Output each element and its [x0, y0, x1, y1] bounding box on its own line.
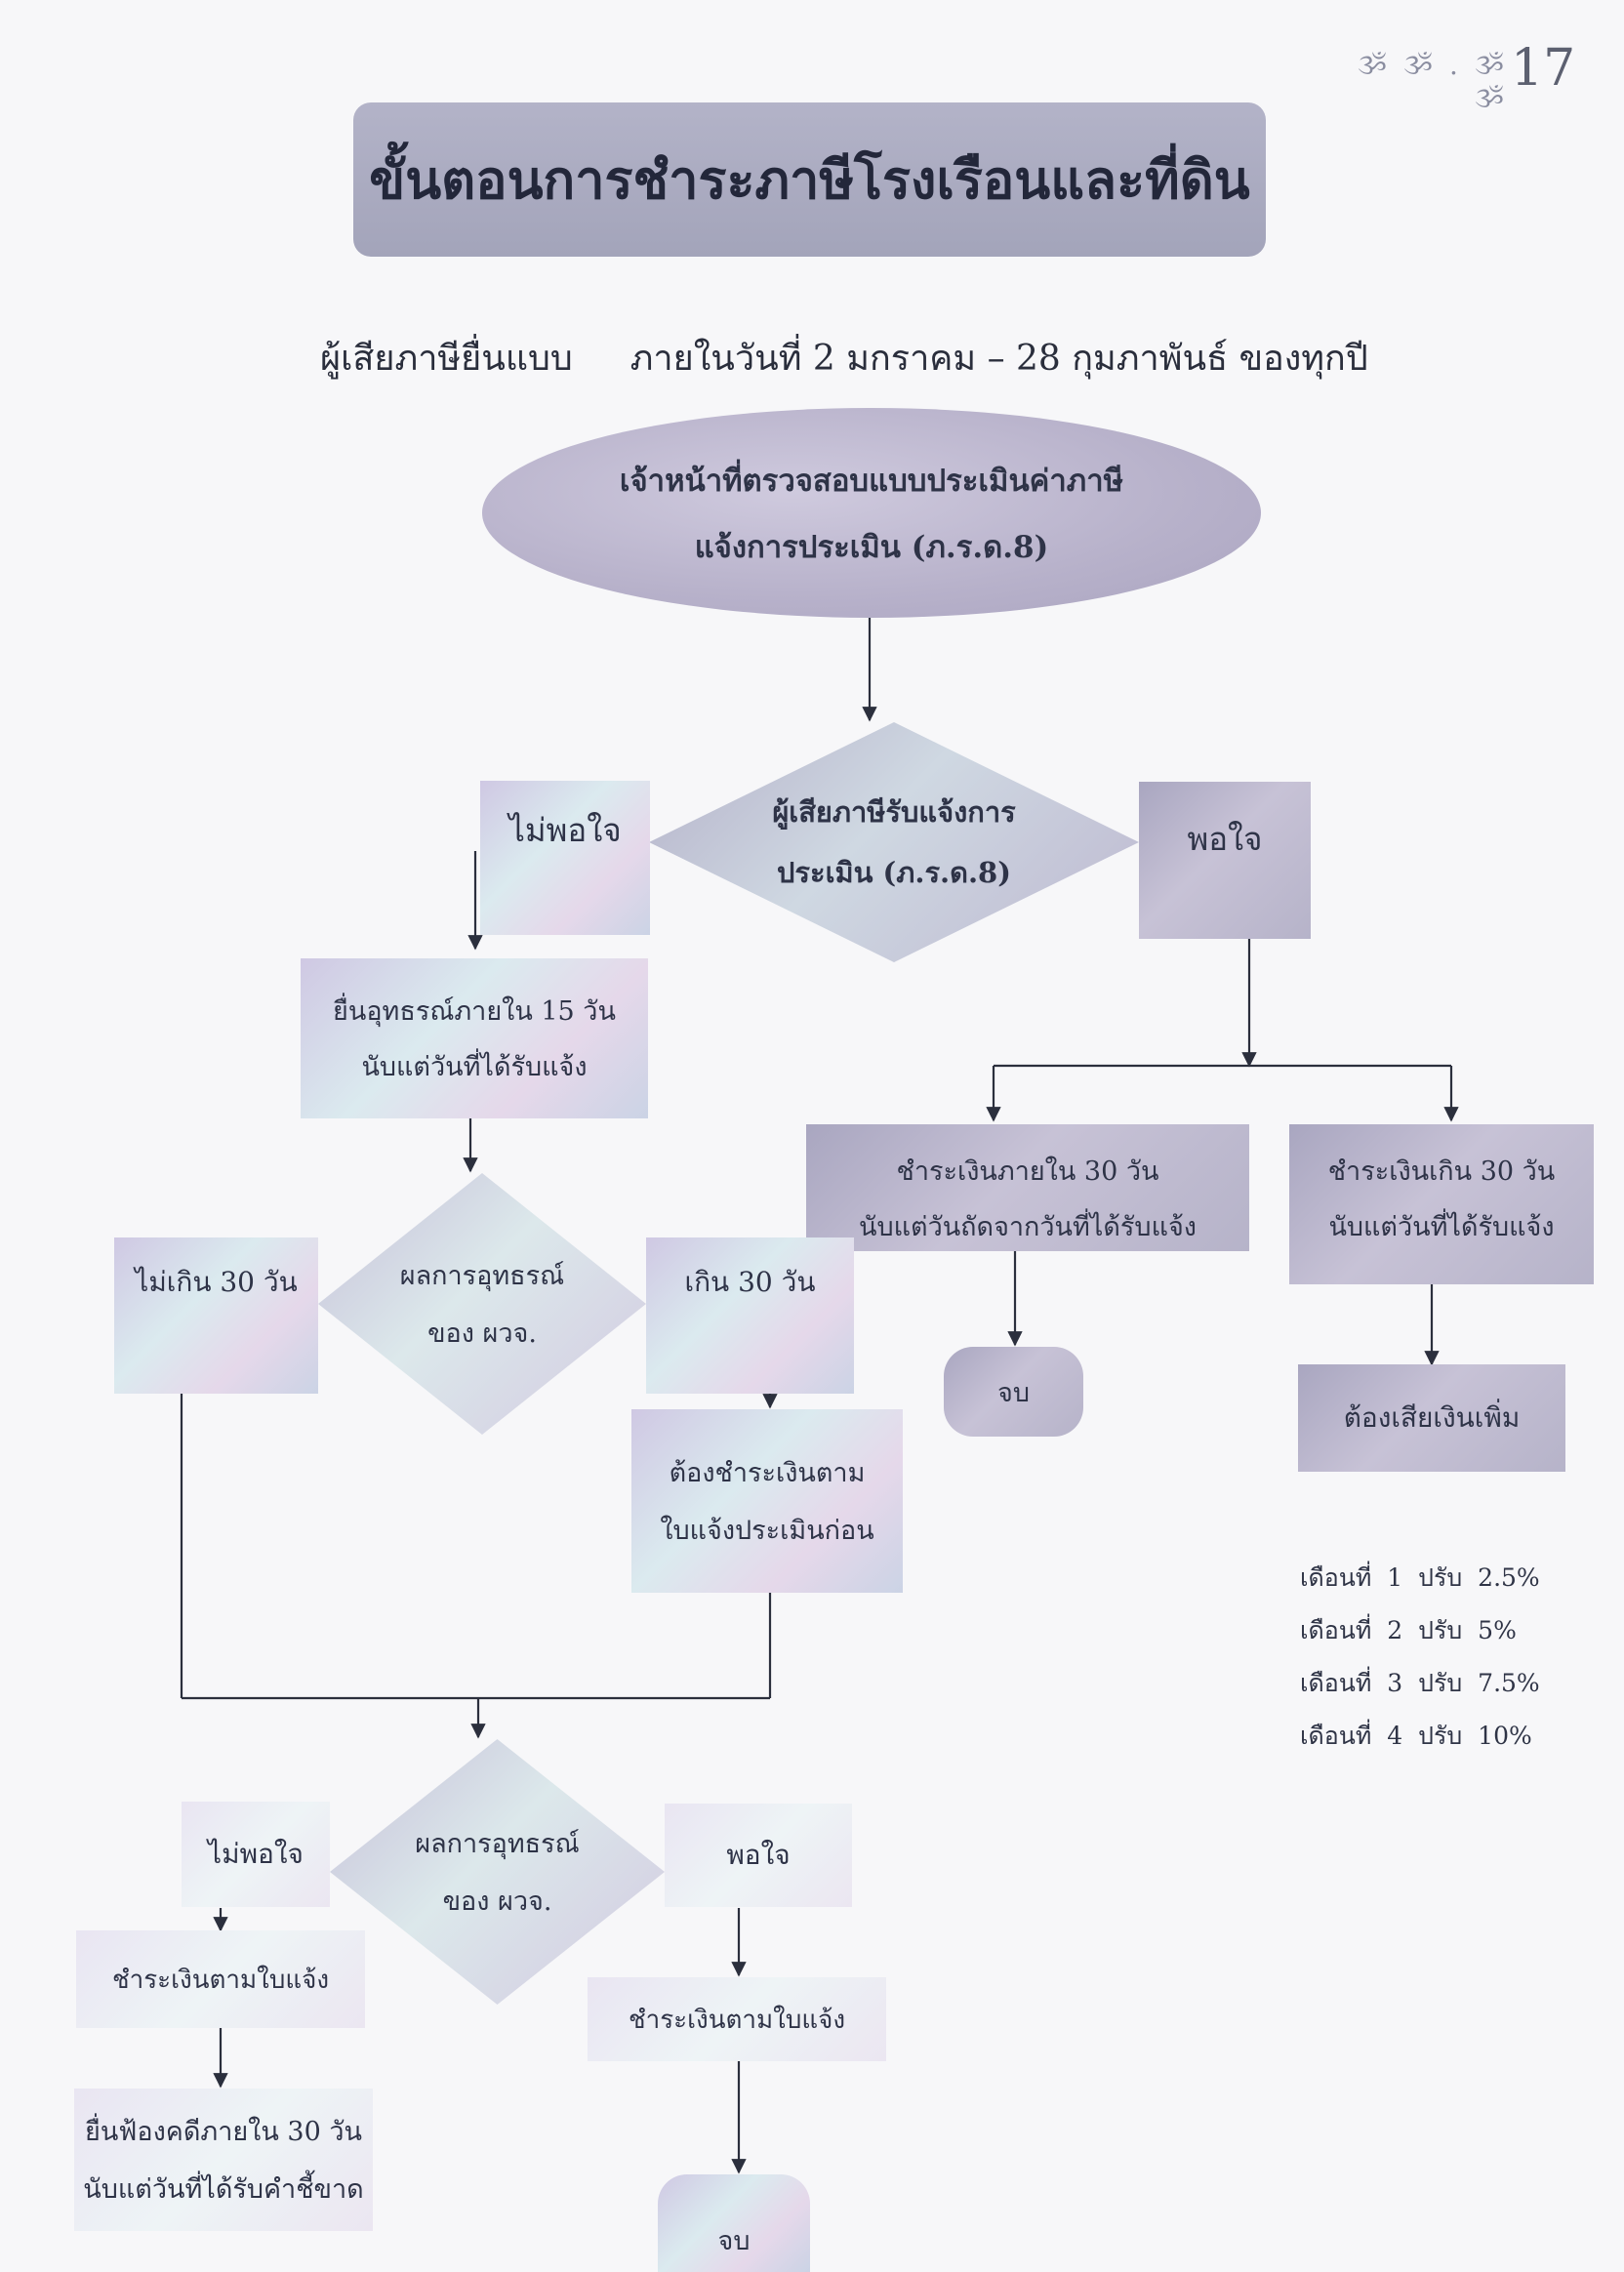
penalty-month: 3 [1387, 1669, 1403, 1697]
penalty-month: 1 [1387, 1563, 1403, 1592]
pay-over-box: ชำระเงินเกิน 30 วัน นับแต่วันที่ได้รับแจ… [1289, 1124, 1594, 1284]
pay-first-box: ต้องชำระเงินตาม ใบแจ้งประเมินก่อน [631, 1409, 903, 1593]
penalty-rate: 5% [1478, 1616, 1517, 1644]
result1-line-2: ของ ผวจ. [427, 1319, 537, 1349]
subtitle-left: ผู้เสียภาษียื่นแบบ [320, 339, 573, 379]
satisfied2-label: พอใจ [726, 1839, 791, 1871]
result2-line-1: ผลการอุทธรณ์ [415, 1829, 580, 1859]
end-terminal: จบ [944, 1347, 1083, 1437]
not-satisfied-box: ไม่พอใจ [480, 781, 650, 935]
result2-line-2: ของ ผวจ. [442, 1887, 552, 1917]
satisfied-label: พอใจ [1187, 820, 1263, 858]
receive-decision-text: ผู้เสียภาษีรับแจ้งการ ประเมิน (ภ.ร.ด.8) [649, 722, 1139, 962]
penalty-month-label: เดือนที่ [1300, 1616, 1372, 1644]
pay-notice-left-label: ชำระเงินตามใบแจ้ง [111, 1965, 330, 1995]
receive-line-2: ประเมิน (ภ.ร.ด.8) [777, 856, 1011, 889]
end-label: จบ [997, 1377, 1030, 1408]
lawsuit-box: ยื่นฟ้องคดีภายใน 30 วัน นับแต่วันที่ได้ร… [74, 2089, 373, 2231]
penalty-rate: 7.5% [1478, 1669, 1540, 1697]
pay-first-line-1: ต้องชำระเงินตาม [669, 1458, 866, 1488]
appeal-line-2: นับแต่วันที่ได้รับแจ้ง [361, 1052, 588, 1082]
not-satisfied-label: ไม่พอใจ [508, 811, 622, 849]
pay-over-line-2: นับแต่วันที่ได้รับแจ้ง [1328, 1212, 1555, 1242]
penalty-month-label: เดือนที่ [1300, 1669, 1372, 1697]
receive-line-1: ผู้เสียภาษีรับแจ้งการ [772, 795, 1016, 829]
penalty-month-label: เดือนที่ [1300, 1722, 1372, 1750]
page-number: 17 [1511, 39, 1576, 98]
penalty-row: เดือนที่ 3 ปรับ 7.5% [1300, 1664, 1593, 1717]
pay-first-line-2: ใบแจ้งประเมินก่อน [660, 1516, 874, 1546]
penalty-month: 4 [1387, 1722, 1403, 1750]
over-30-box: เกิน 30 วัน [646, 1237, 854, 1394]
satisfied-box: พอใจ [1139, 782, 1311, 939]
under-30-label: ไม่เกิน 30 วัน [135, 1266, 298, 1298]
penalty-row: เดือนที่ 4 ปรับ 10% [1300, 1717, 1593, 1769]
pay-notice-right-box: ชำระเงินตามใบแจ้ง [588, 1977, 886, 2061]
penalty-fine-label: ปรับ [1418, 1563, 1463, 1592]
subtitle-right: ภายในวันที่ 2 มกราคม – 28 กุมภาพันธ์ ของ… [629, 339, 1368, 379]
penalty-fine-label: ปรับ [1418, 1616, 1463, 1644]
result2-decision-text: ผลการอุทธรณ์ ของ ผวจ. [330, 1739, 665, 2005]
page-mark: ૐ ૐ . ૐ ૐ [1357, 49, 1508, 114]
penalty-month-label: เดือนที่ [1300, 1563, 1372, 1592]
page-title: ขั้นตอนการชำระภาษีโรงเรือนและที่ดิน [369, 148, 1250, 211]
not-satisfied2-label: ไม่พอใจ [208, 1838, 304, 1870]
satisfied2-box: พอใจ [665, 1804, 852, 1907]
penalty-rate: 10% [1478, 1722, 1532, 1750]
assess-line-1: เจ้าหน้าที่ตรวจสอบแบบประเมินค่าภาษี [619, 463, 1124, 499]
subtitle: ผู้เสียภาษียื่นแบบ ภายในวันที่ 2 มกราคม … [320, 330, 1394, 388]
end2-terminal: จบ [658, 2174, 810, 2272]
pay-notice-left-box: ชำระเงินตามใบแจ้ง [76, 1930, 365, 2028]
result1-decision-text: ผลการอุทธรณ์ ของ ผวจ. [318, 1173, 646, 1435]
pay-over-line-1: ชำระเงินเกิน 30 วัน [1327, 1156, 1556, 1187]
extra-charge-label: ต้องเสียเงินเพิ่ม [1343, 1401, 1521, 1434]
penalty-list: เดือนที่ 1 ปรับ 2.5% เดือนที่ 2 ปรับ 5% … [1300, 1559, 1593, 1773]
penalty-month: 2 [1387, 1616, 1403, 1644]
appeal-line-1: ยื่นอุทธรณ์ภายใน 15 วัน [333, 996, 616, 1027]
result1-line-1: ผลการอุทธรณ์ [399, 1261, 565, 1291]
lawsuit-line-2: นับแต่วันที่ได้รับคำชี้ขาด [83, 2174, 364, 2205]
pay-within-line-1: ชำระเงินภายใน 30 วัน [896, 1156, 1159, 1187]
end2-label: จบ [717, 2226, 751, 2256]
penalty-rate: 2.5% [1478, 1563, 1540, 1592]
pay-within-box: ชำระเงินภายใน 30 วัน นับแต่วันถัดจากวันท… [806, 1124, 1249, 1251]
under-30-box: ไม่เกิน 30 วัน [114, 1237, 318, 1394]
penalty-fine-label: ปรับ [1418, 1669, 1463, 1697]
assess-line-2: แจ้งการประเมิน (ภ.ร.ด.8) [694, 529, 1049, 565]
pay-within-line-2: นับแต่วันถัดจากวันที่ได้รับแจ้ง [859, 1212, 1197, 1242]
assess-ellipse: เจ้าหน้าที่ตรวจสอบแบบประเมินค่าภาษี แจ้ง… [482, 408, 1261, 618]
penalty-fine-label: ปรับ [1418, 1722, 1463, 1750]
penalty-row: เดือนที่ 1 ปรับ 2.5% [1300, 1559, 1593, 1611]
penalty-row: เดือนที่ 2 ปรับ 5% [1300, 1611, 1593, 1664]
title-box: ขั้นตอนการชำระภาษีโรงเรือนและที่ดิน [353, 102, 1266, 257]
extra-charge-box: ต้องเสียเงินเพิ่ม [1298, 1364, 1565, 1472]
over-30-label: เกิน 30 วัน [684, 1266, 816, 1298]
pay-notice-right-label: ชำระเงินตามใบแจ้ง [628, 2005, 846, 2035]
lawsuit-line-1: ยื่นฟ้องคดีภายใน 30 วัน [85, 2117, 362, 2147]
not-satisfied2-box: ไม่พอใจ [182, 1802, 330, 1907]
appeal-box: ยื่นอุทธรณ์ภายใน 15 วัน นับแต่วันที่ได้ร… [301, 958, 648, 1118]
